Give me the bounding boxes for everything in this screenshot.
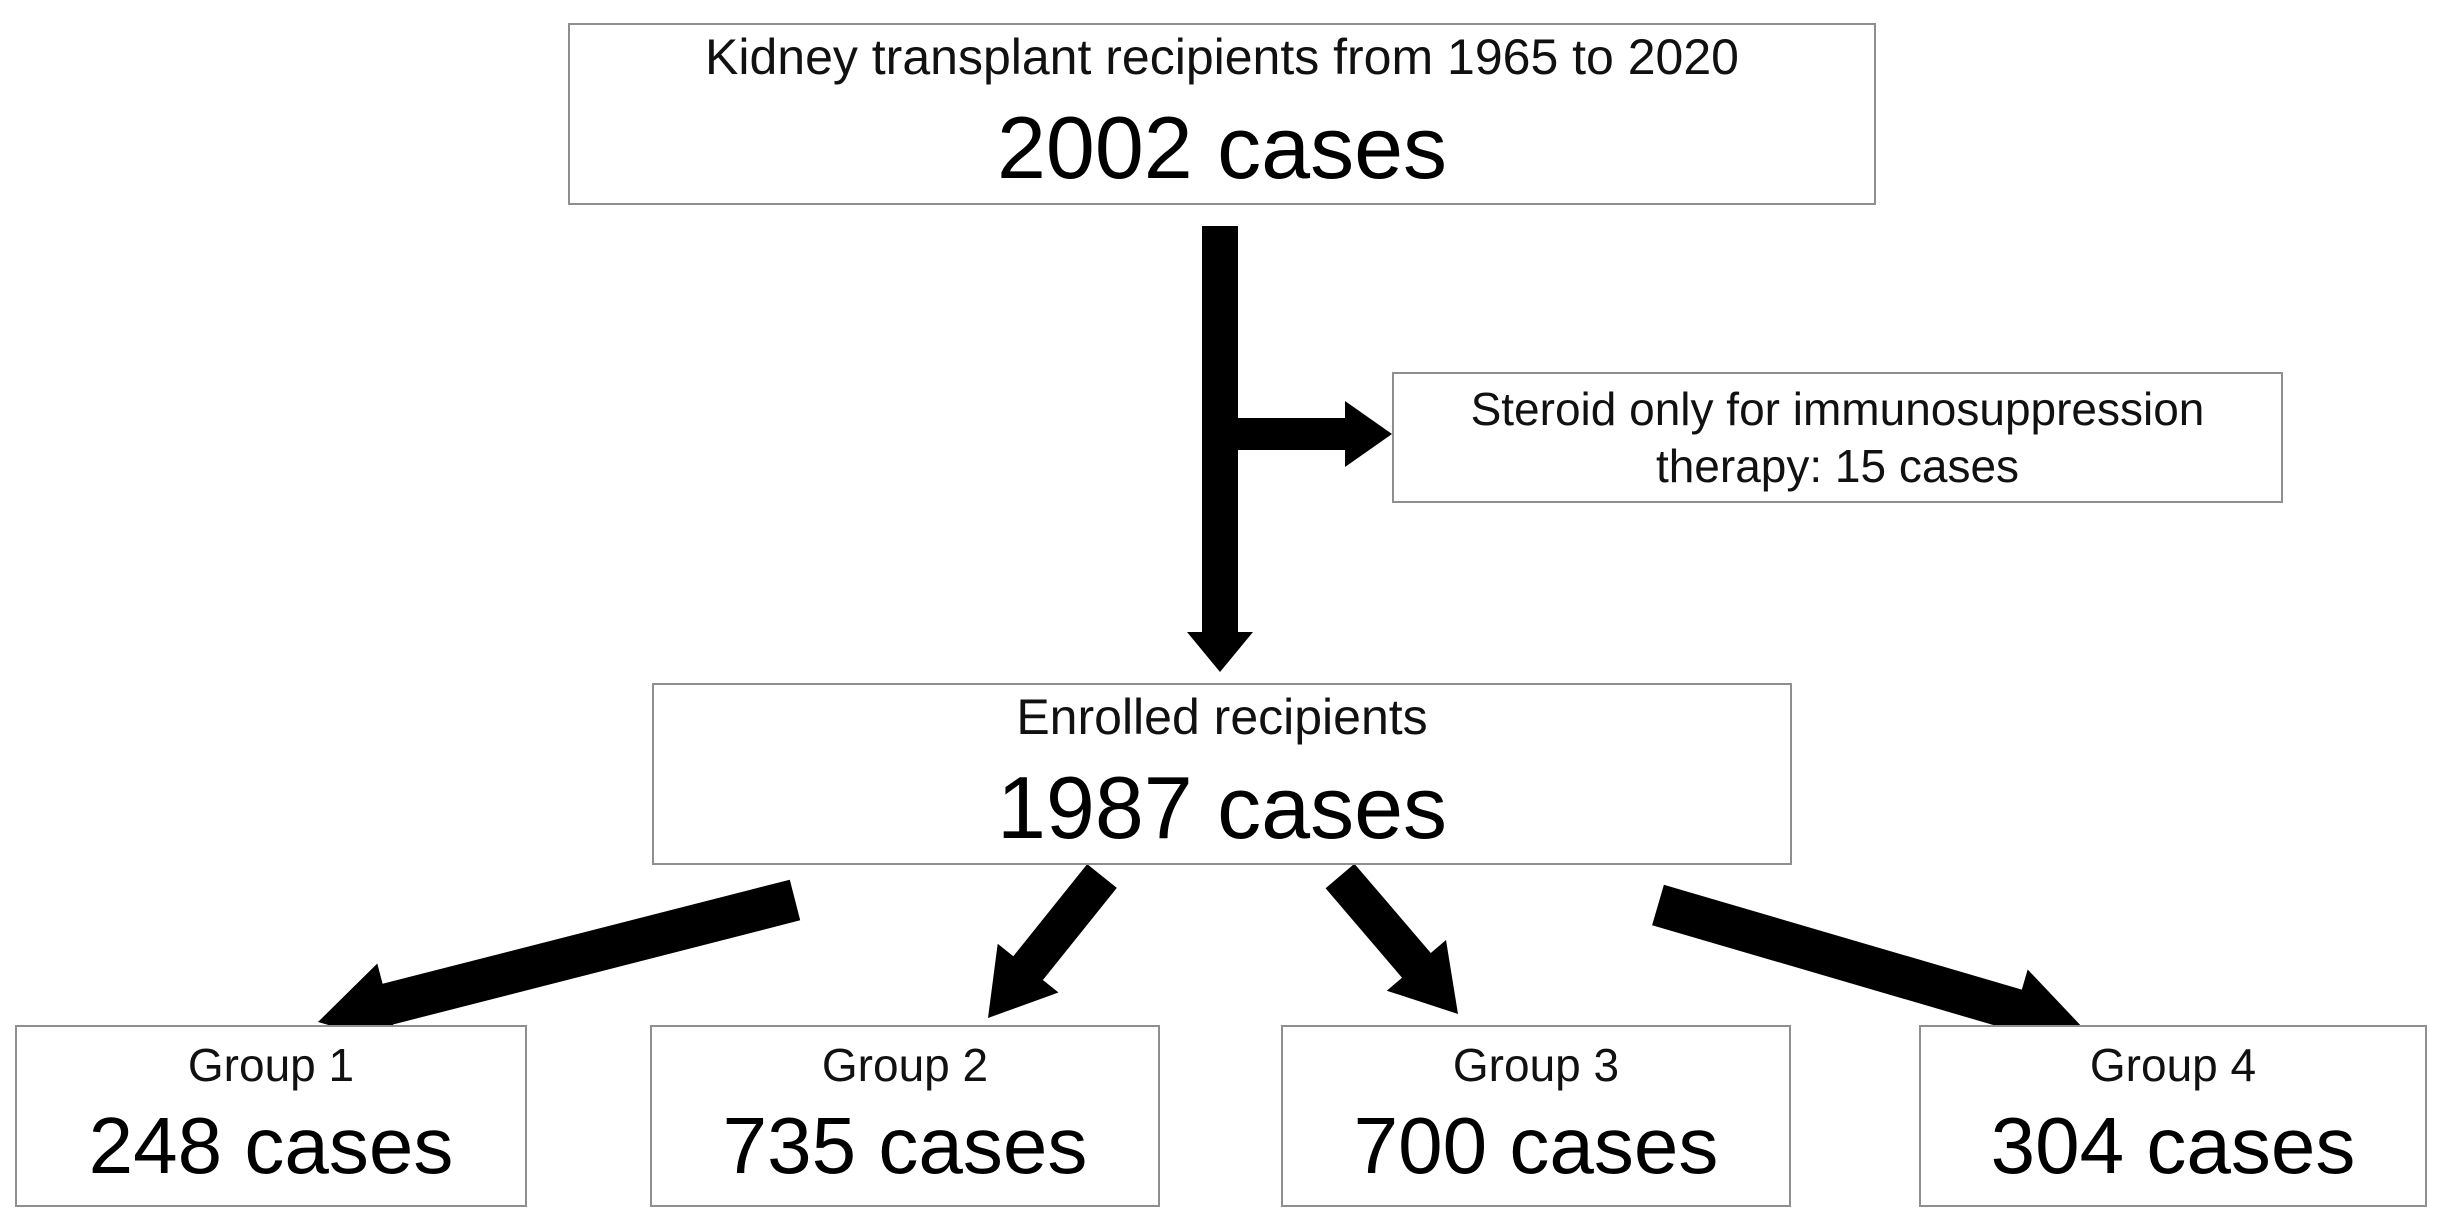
group-3-label: Group 3 — [1452, 1039, 1620, 1092]
source-box: Kidney transplant recipients from 1965 t… — [568, 23, 1876, 205]
group-1-box: Group 1 248 cases — [15, 1025, 527, 1207]
group-4-count: 304 cases — [1990, 1101, 2356, 1191]
enrolled-count: 1987 cases — [996, 757, 1448, 857]
source-label: Kidney transplant recipients from 1965 t… — [705, 28, 1739, 85]
group-2-box: Group 2 735 cases — [650, 1025, 1160, 1207]
arrow-source-to-enrolled — [1187, 226, 1253, 672]
group-1-count: 248 cases — [88, 1101, 454, 1191]
group-1-label: Group 1 — [187, 1039, 355, 1092]
enrolled-box: Enrolled recipients 1987 cases — [652, 683, 1792, 865]
arrow-enrolled-to-group-3 — [1325, 863, 1458, 1014]
group-4-label: Group 4 — [2089, 1039, 2257, 1092]
enrolled-label: Enrolled recipients — [1016, 688, 1428, 745]
excluded-box: Steroid only for immunosuppression thera… — [1392, 372, 2283, 503]
group-3-count: 700 cases — [1353, 1101, 1719, 1191]
group-2-label: Group 2 — [821, 1039, 989, 1092]
arrow-source-to-excluded — [1238, 401, 1392, 467]
group-2-count: 735 cases — [722, 1101, 1088, 1191]
source-count: 2002 cases — [996, 97, 1448, 197]
group-3-box: Group 3 700 cases — [1281, 1025, 1791, 1207]
arrow-enrolled-to-group-2 — [988, 864, 1117, 1018]
arrow-enrolled-to-group-1 — [318, 879, 801, 1045]
excluded-line2: therapy: 15 cases — [1655, 439, 2020, 492]
arrow-enrolled-to-group-4 — [1652, 884, 2085, 1051]
group-4-box: Group 4 304 cases — [1919, 1025, 2427, 1207]
excluded-line1: Steroid only for immunosuppression — [1470, 383, 2205, 436]
